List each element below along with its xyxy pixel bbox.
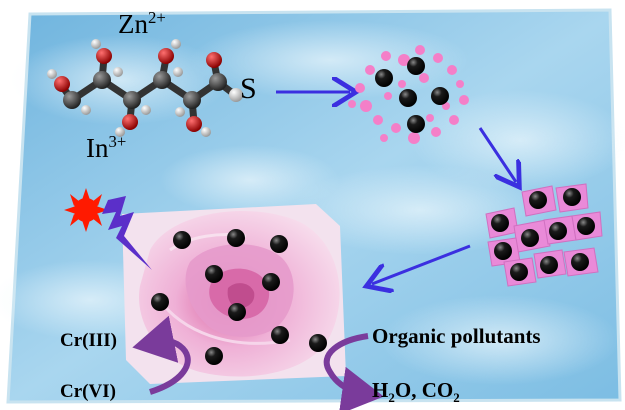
organic-pollutants-label: Organic pollutants <box>372 324 541 348</box>
arrow-cr6-to-cr3 <box>132 315 191 395</box>
products-label: H2O, CO2 <box>372 378 460 406</box>
particle-cluster <box>348 45 469 144</box>
cr6-label: Cr(VI) <box>60 381 116 402</box>
nanosheet-cluster <box>485 183 603 287</box>
s-label: S <box>240 72 257 105</box>
cr3-label: Cr(III) <box>60 330 117 351</box>
arrow-to-rose <box>372 244 471 284</box>
in-label: In3+ <box>86 132 127 163</box>
lightning-icon <box>102 196 152 270</box>
rose-image <box>122 204 346 384</box>
molecule-icon <box>47 39 243 137</box>
zn-label: Zn2+ <box>118 8 166 39</box>
arrow-organic-to-products <box>323 333 384 410</box>
arrow-to-nanosheets <box>478 127 516 182</box>
sun-icon <box>64 188 108 232</box>
